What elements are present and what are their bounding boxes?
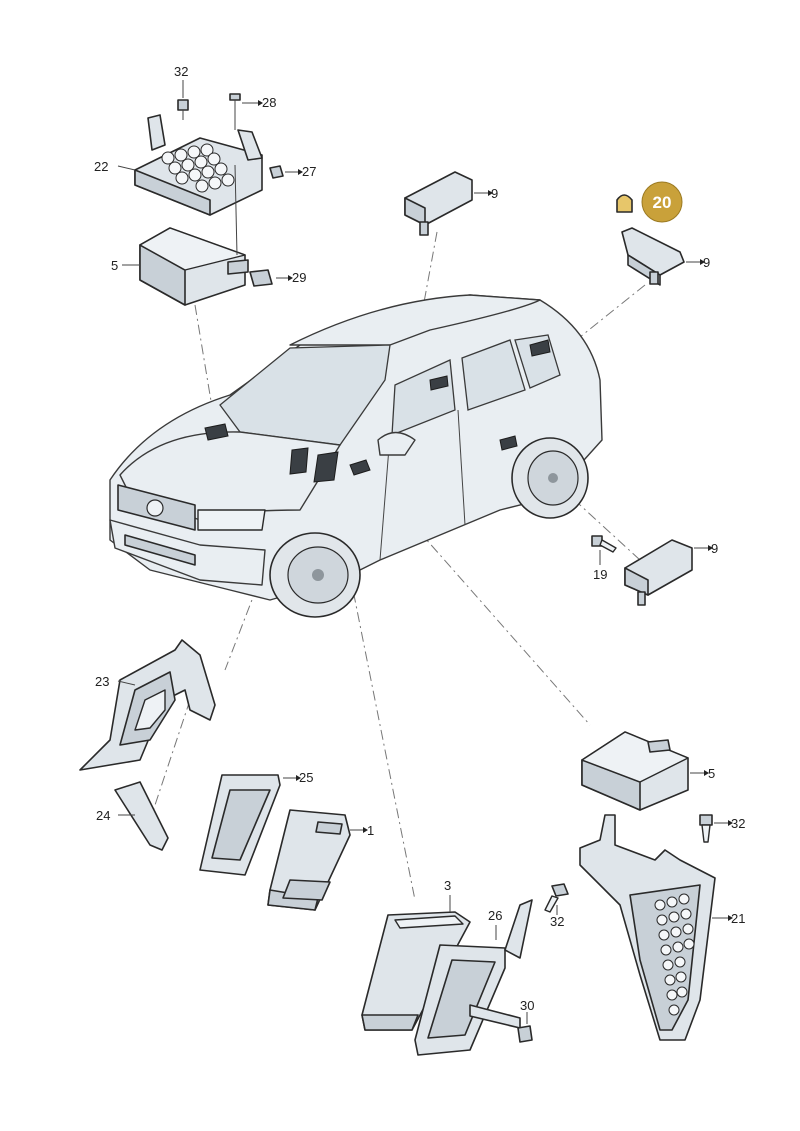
control-module-5-bottom (581, 731, 704, 811)
label-22: 22 (94, 159, 108, 174)
label-1: 1 (367, 823, 374, 838)
label-5-top: 5 (111, 258, 118, 273)
sensor-9-right (621, 227, 700, 286)
label-9-bottom: 9 (711, 541, 718, 556)
vehicle-illustration (109, 294, 603, 618)
rear-wheel (511, 437, 589, 519)
screw-28 (229, 93, 258, 130)
screw-19 (591, 535, 617, 565)
label-24: 24 (96, 808, 110, 823)
callout-labels: 32 28 22 27 5 29 9 9 9 19 23 25 24 1 5 3… (94, 64, 745, 1013)
label-30: 30 (520, 998, 534, 1013)
hex-grid (161, 143, 235, 193)
label-29: 29 (292, 270, 306, 285)
label-25: 25 (299, 770, 313, 785)
bracket-25 (199, 774, 296, 876)
badge-20-text: 20 (653, 193, 672, 212)
label-32-right: 32 (731, 816, 745, 831)
label-28: 28 (262, 95, 276, 110)
bracket-23 (79, 639, 216, 771)
control-module-3 (361, 895, 471, 1031)
label-3: 3 (444, 878, 451, 893)
screw-32-center (544, 883, 569, 915)
bulb-20 (616, 194, 633, 213)
bracket-24 (114, 781, 169, 851)
label-26: 26 (488, 908, 502, 923)
sensor-9-bottom (624, 539, 708, 606)
front-wheel (269, 532, 361, 618)
clip-27 (117, 165, 298, 179)
label-32-top: 32 (174, 64, 188, 79)
bracket-26 (414, 899, 533, 1056)
label-19: 19 (593, 567, 607, 582)
label-21: 21 (731, 911, 745, 926)
control-module-1 (267, 809, 363, 911)
bracket-21 (579, 814, 728, 1041)
screw-32-top (177, 80, 189, 120)
label-27: 27 (302, 164, 316, 179)
label-9-right: 9 (703, 255, 710, 270)
control-module-5-top (122, 227, 249, 306)
hex-grid-21 (654, 893, 695, 1016)
bracket-22 (134, 114, 263, 216)
screw-32-right (699, 814, 728, 843)
label-5-bottom: 5 (708, 766, 715, 781)
label-23: 23 (95, 674, 109, 689)
label-9-top: 9 (491, 186, 498, 201)
clip-29 (234, 164, 288, 287)
arrow-heads (258, 100, 733, 921)
badge-20: 20 (641, 181, 683, 223)
sensor-9-top (404, 171, 488, 236)
clip-30 (517, 1012, 533, 1043)
label-32-center: 32 (550, 914, 564, 929)
